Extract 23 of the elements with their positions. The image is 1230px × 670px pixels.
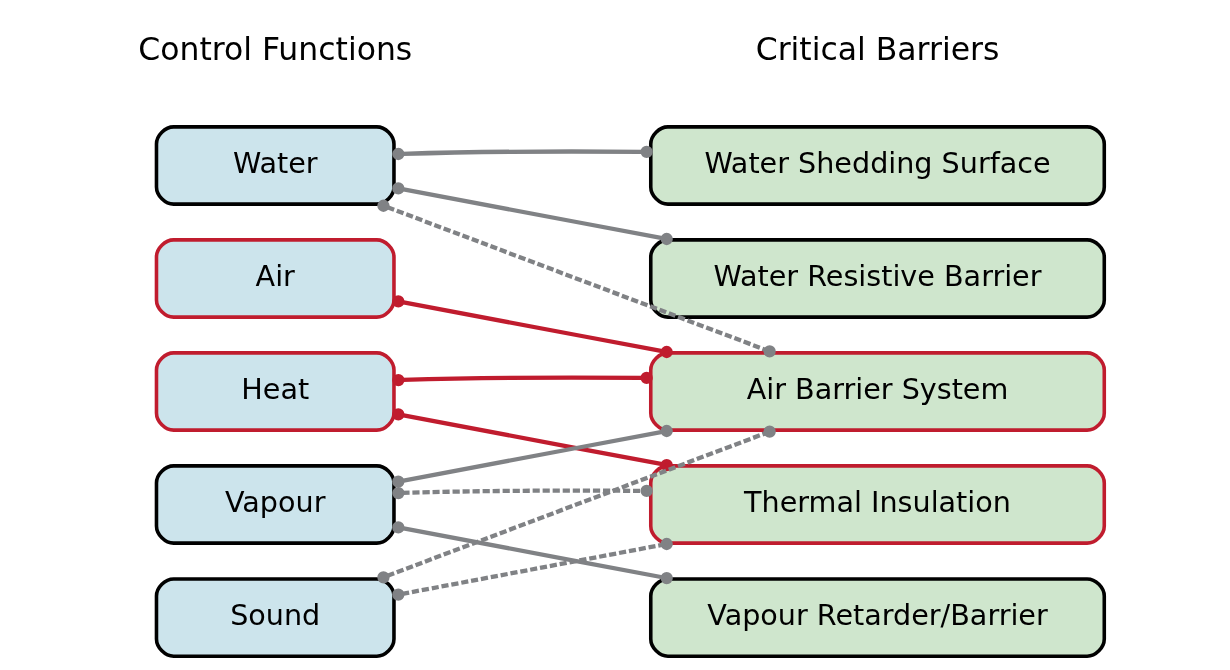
- connector: [392, 371, 653, 387]
- node-box: Water Resistive Barrier: [649, 238, 1107, 319]
- connector: [392, 537, 673, 601]
- node-box: Air Barrier System: [649, 351, 1107, 432]
- connector: [392, 145, 653, 161]
- node-box: Vapour Retarder/Barrier: [649, 577, 1107, 658]
- label: Critical Barriers: [755, 31, 1000, 68]
- connector: [392, 484, 653, 500]
- label: Control Functions: [138, 31, 413, 68]
- node-box: Sound: [154, 577, 396, 658]
- connector: [392, 521, 673, 585]
- connector: [377, 199, 776, 358]
- node-box: Heat: [154, 351, 396, 432]
- node-box: Air: [154, 238, 396, 319]
- connector: [392, 424, 673, 488]
- connector: [392, 182, 673, 246]
- node-box: Water Shedding Surface: [649, 125, 1107, 206]
- node-box: Water: [154, 125, 396, 206]
- connector: [377, 425, 776, 584]
- connector: [392, 295, 673, 359]
- node-box: Thermal Insulation: [649, 464, 1107, 545]
- node-box: Vapour: [154, 464, 396, 545]
- connector: [392, 408, 673, 472]
